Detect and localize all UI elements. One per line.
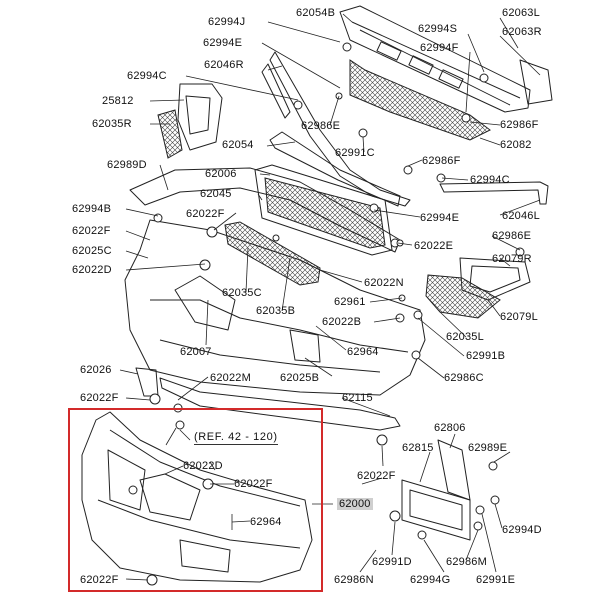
label-62035R: 62035R: [92, 118, 132, 130]
upper-garnish: [269, 131, 401, 207]
label-62986M: 62986M: [446, 556, 487, 568]
license-plate-bracket: [401, 439, 471, 541]
label-62079L: 62079L: [500, 311, 538, 323]
side-bracket-right: [157, 83, 223, 159]
label-62022D-b: 62022D: [183, 460, 223, 472]
label-25812: 25812: [102, 95, 134, 107]
label-62022F-d: 62022F: [357, 470, 396, 482]
front-grille: [254, 164, 393, 256]
trim-strip-right: [269, 51, 411, 207]
label-62022M: 62022M: [210, 372, 251, 384]
label-62994D: 62994D: [502, 524, 542, 536]
label-62007: 62007: [180, 346, 212, 358]
label-62994E-mid: 62994E: [420, 212, 460, 224]
label-62994C-right: 62994C: [470, 174, 510, 186]
label-62025C: 62025C: [72, 245, 112, 257]
label-62806: 62806: [434, 422, 466, 434]
label-62986F-mid: 62986F: [422, 155, 461, 167]
label-62046R: 62046R: [204, 59, 244, 71]
bumper-cover-assembly: [81, 411, 313, 583]
lower-grille-mesh-center: [224, 221, 321, 286]
label-62115: 62115: [342, 392, 373, 404]
label-62025B: 62025B: [280, 372, 320, 384]
label-62961: 62961: [334, 296, 366, 308]
label-62082: 62082: [500, 139, 532, 151]
label-62035B: 62035B: [256, 305, 296, 317]
label-62991D: 62991D: [372, 556, 412, 568]
label-62815: 62815: [402, 442, 434, 454]
leader-lines: [119, 13, 541, 581]
label-62054: 62054: [222, 139, 254, 151]
bumper-beam: [339, 5, 553, 113]
label-62063R: 62063R: [502, 26, 542, 38]
label-62991E: 62991E: [476, 574, 516, 586]
bumper-cover-upper: [124, 219, 426, 396]
label-62989E: 62989E: [468, 442, 508, 454]
trim-strip-left: [439, 181, 549, 205]
label-62986N: 62986N: [334, 574, 374, 586]
label-62000: 62000: [337, 498, 373, 510]
upper-grille-mesh: [349, 59, 491, 141]
label-62964-bottom: 62964: [250, 516, 282, 528]
lower-spoiler: [159, 377, 401, 431]
label-62994B: 62994B: [72, 203, 112, 215]
label-62045: 62045: [200, 188, 232, 200]
label-62022F-a: 62022F: [186, 208, 225, 220]
label-62964-top: 62964: [347, 346, 379, 358]
highlight-box: [68, 408, 323, 592]
label-62986E-right: 62986E: [492, 230, 532, 242]
label-62994E-top: 62994E: [203, 37, 243, 49]
label-62022F-c: 62022F: [80, 392, 119, 404]
label-62026: 62026: [80, 364, 112, 376]
label-62022F-e: 62022F: [234, 478, 273, 490]
label-62989D: 62989D: [107, 159, 147, 171]
side-retainer: [135, 367, 159, 397]
label-62022F-b: 62022F: [72, 225, 111, 237]
label-62022E: 62022E: [414, 240, 454, 252]
label-62991B: 62991B: [466, 350, 506, 362]
lower-grille-mesh-left: [425, 274, 501, 319]
label-62006: 62006: [205, 168, 237, 180]
label-62991C: 62991C: [335, 147, 375, 159]
label-62022B: 62022B: [322, 316, 362, 328]
label-62986E-mid: 62986E: [301, 120, 341, 132]
label-62035C: 62035C: [222, 287, 262, 299]
reference-note: (REF. 42 - 120): [194, 431, 278, 445]
label-62994J: 62994J: [208, 16, 246, 28]
label-62986C: 62986C: [444, 372, 484, 384]
label-62986F-right: 62986F: [500, 119, 539, 131]
label-62046L: 62046L: [502, 210, 540, 222]
label-62035L: 62035L: [446, 331, 484, 343]
label-62063L: 62063L: [502, 7, 540, 19]
label-62994C-top: 62994C: [127, 70, 167, 82]
label-62994S: 62994S: [418, 23, 458, 35]
label-62079R: 62079R: [492, 253, 532, 265]
label-62054B: 62054B: [296, 7, 336, 19]
label-62994F-top: 62994F: [420, 42, 459, 54]
label-62022D-a: 62022D: [72, 264, 112, 276]
label-62994G: 62994G: [410, 574, 451, 586]
upper-cover: [129, 167, 401, 253]
label-62022F-f: 62022F: [80, 574, 119, 586]
label-62022N: 62022N: [364, 277, 404, 289]
